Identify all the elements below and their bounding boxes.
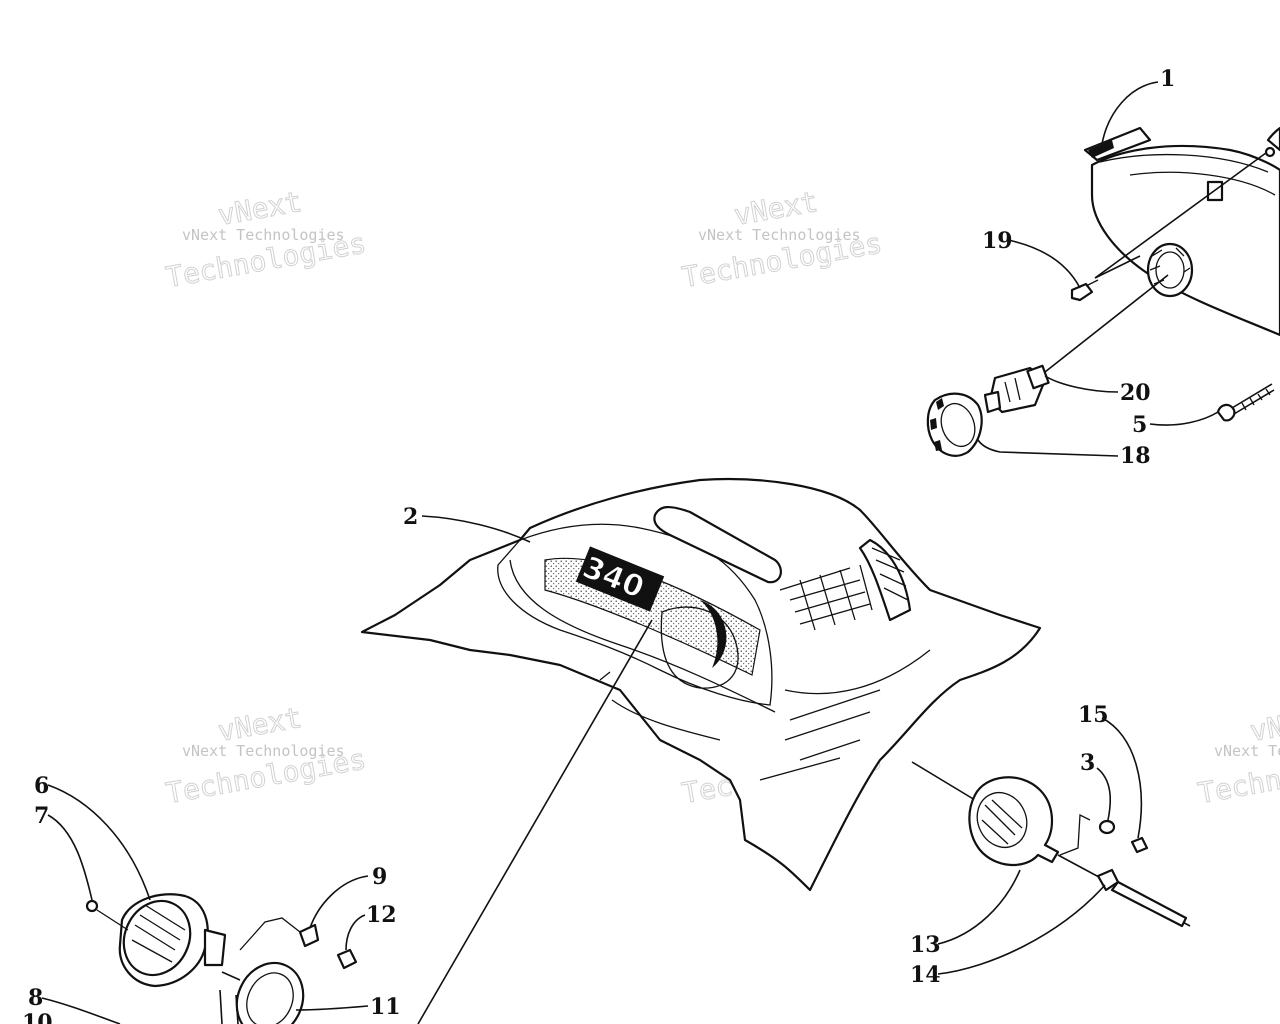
watermark-overlay: vNext — [215, 185, 304, 232]
watermark-1: vNext vNext Technologies Technologies — [163, 184, 369, 294]
callout-12: 12 — [366, 902, 397, 928]
hood-recess — [497, 523, 773, 706]
housing-edge-part — [1266, 126, 1280, 152]
washer — [1098, 819, 1116, 835]
crescent-logo — [700, 600, 727, 668]
callout-13: 13 — [910, 932, 941, 958]
gauge-bolt — [221, 971, 241, 981]
bracket-clip — [298, 923, 320, 948]
leader-14 — [937, 884, 1106, 975]
callout-10: 10 — [22, 1010, 53, 1024]
hood-recess-lower — [509, 559, 776, 713]
nut-15 — [1130, 836, 1149, 854]
speedometer-assembly — [85, 893, 358, 1024]
watermark-text: vNext Technologies — [698, 226, 861, 244]
tach-bracket — [1059, 813, 1091, 856]
housing-screw — [1264, 146, 1276, 158]
leader-7 — [47, 814, 93, 901]
leader-lines — [41, 81, 1219, 1024]
logo-ring — [660, 606, 739, 689]
tach-marks — [981, 799, 1023, 845]
callout-1: 1 — [1160, 66, 1175, 92]
watermark-overlay: vNext — [1247, 701, 1280, 748]
gauge-post — [219, 989, 223, 1024]
housing-edge — [1129, 171, 1276, 196]
callout-8: 8 — [28, 985, 43, 1011]
callout-14: 14 — [910, 962, 941, 988]
leader-8 — [41, 997, 121, 1024]
retaining-ring — [926, 392, 983, 457]
leader-19 — [1007, 239, 1081, 289]
callout-3: 3 — [1080, 750, 1095, 776]
watermark-4: vNext vNext Technologies Technologies — [163, 700, 369, 810]
hood-to-gauge-line — [417, 619, 653, 1024]
gauge-lamp — [85, 899, 99, 913]
tach-face — [976, 792, 1028, 848]
hood-detail — [599, 671, 721, 741]
leader-13 — [937, 869, 1021, 945]
gauge-bracket — [239, 917, 301, 951]
callout-15: 15 — [1078, 702, 1109, 728]
leader-1 — [1101, 81, 1159, 145]
gauge-ring-inner — [246, 972, 294, 1024]
hood-stitch — [759, 689, 881, 781]
callout-2: 2 — [403, 504, 418, 530]
leader-5 — [1149, 411, 1219, 426]
leader-15 — [1101, 717, 1143, 839]
tach-axis-line — [911, 761, 976, 801]
leader-11 — [295, 1005, 369, 1011]
hood-assembly: 340 — [360, 477, 1042, 892]
watermark-2: vNext vNext Technologies Technologies — [679, 184, 885, 294]
gauge-lamp-line — [96, 909, 129, 931]
socket-ring-inner — [1155, 251, 1185, 289]
badge-plate — [575, 546, 665, 612]
gauge-marks — [131, 904, 186, 963]
watermark-text: vNext Technologies — [182, 226, 345, 244]
bracket-shading — [1088, 140, 1114, 158]
callout-6: 6 — [34, 773, 49, 799]
headlight-bulb — [983, 364, 1050, 414]
watermark-6: vNext vNext Technologies Technologies — [1195, 700, 1280, 810]
callout-5: 5 — [1132, 412, 1147, 438]
bracket-nut — [336, 948, 358, 970]
hood-vent — [653, 506, 782, 584]
screw-19 — [1070, 255, 1141, 302]
leader-2 — [421, 515, 531, 543]
hood-crease — [784, 649, 931, 695]
watermark-text: vNext Technologies — [182, 742, 345, 760]
bulb-axis-line — [1044, 274, 1169, 373]
leader-9 — [309, 875, 369, 929]
headlight-housing — [1090, 144, 1280, 337]
housing-axis-line — [1094, 149, 1271, 279]
side-vent-lines — [871, 547, 909, 601]
gauge-stem — [203, 928, 227, 967]
adjusting-screw — [1216, 383, 1275, 422]
leader-3 — [1096, 767, 1112, 821]
watermark-text: vNext Technologies — [1214, 742, 1280, 760]
callout-11: 11 — [370, 994, 401, 1020]
tachometer-assembly — [911, 761, 1191, 928]
headlight-assembly — [926, 126, 1280, 457]
callout-7: 7 — [34, 803, 49, 829]
gauge-ring — [235, 961, 305, 1024]
callout-19: 19 — [982, 228, 1013, 254]
hood-body — [360, 477, 1042, 892]
gauge-post-2 — [235, 994, 239, 1024]
leader-12 — [345, 914, 366, 951]
callout-18: 18 — [1120, 443, 1151, 469]
callout-20: 20 — [1120, 380, 1151, 406]
callout-9: 9 — [372, 864, 387, 890]
watermark-overlay: vNext — [731, 185, 820, 232]
leader-6 — [47, 784, 151, 901]
leader-20 — [1044, 375, 1119, 393]
leader-18 — [977, 439, 1119, 457]
watermark-overlay: vNext — [215, 701, 304, 748]
callout-labels: 1 2 3 5 6 7 8 9 10 11 12 13 14 15 18 19 … — [22, 66, 1175, 1024]
tach-cable — [1110, 880, 1188, 928]
hood-mesh — [779, 564, 873, 631]
housing-rim — [1099, 153, 1269, 173]
